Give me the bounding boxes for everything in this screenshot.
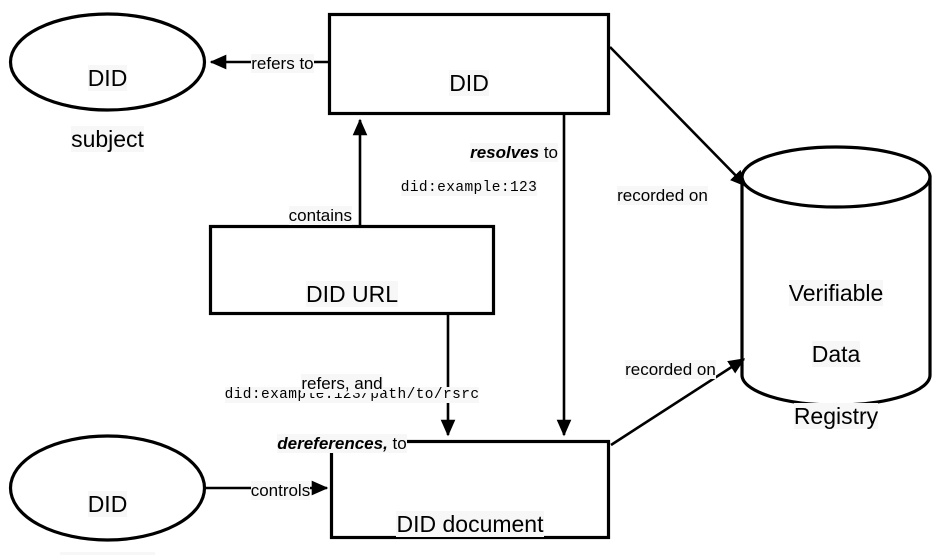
node-did-controller-shape[interactable] [8,434,207,542]
node-did-url-shape[interactable] [208,224,496,316]
node-did-document-shape[interactable] [329,439,611,540]
edge-did-document-to-registry [610,357,746,447]
node-did-subject-shape[interactable] [8,12,207,112]
edge-did-to-registry [609,46,747,187]
node-verifiable-data-registry-shape[interactable] [740,145,932,407]
node-did-shape[interactable] [327,12,611,116]
